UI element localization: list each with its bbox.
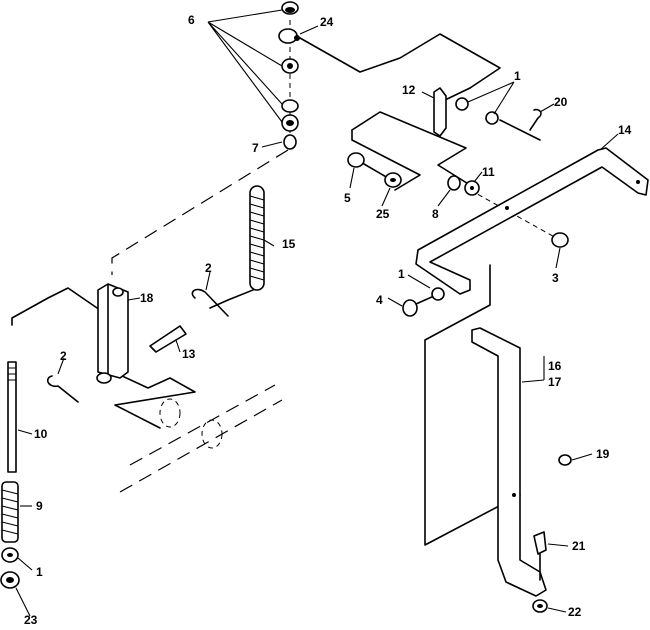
callout-19: 19	[596, 447, 610, 461]
bolt-21	[533, 531, 547, 581]
callout-4: 4	[376, 293, 383, 307]
callout-14: 14	[618, 123, 632, 137]
callout-3: 3	[552, 271, 559, 285]
cable-line-top	[299, 33, 501, 89]
callout-9: 9	[36, 499, 43, 513]
phantom-plate-top	[351, 111, 471, 186]
washer-7	[283, 134, 297, 150]
phantom-plate-18	[114, 374, 196, 429]
phantom-plate-lower	[351, 129, 421, 191]
callout-1-low: 1	[36, 565, 43, 579]
callout-15: 15	[282, 237, 296, 251]
callout-24: 24	[320, 15, 334, 29]
nut-3	[551, 232, 569, 248]
callout-8: 8	[432, 207, 439, 221]
callout-2-top: 2	[205, 261, 212, 275]
callout-21: 21	[572, 539, 586, 553]
cotter-pin-2-left	[46, 375, 79, 403]
nut-19	[558, 454, 572, 466]
callout-2-left: 2	[60, 349, 67, 363]
center-line-7-18	[111, 149, 289, 275]
pin-1-a	[455, 97, 469, 111]
axle-dashed-lower	[119, 399, 283, 493]
bracket-16-17	[471, 327, 547, 597]
clip-20	[529, 108, 542, 131]
callout-17: 17	[548, 375, 562, 389]
callout-10: 10	[34, 427, 48, 441]
callout-18: 18	[140, 291, 154, 305]
axle-hub-outline-2	[159, 398, 181, 428]
callout-16: 16	[548, 359, 562, 373]
callout-22: 22	[568, 605, 582, 619]
callout-13: 13	[182, 347, 196, 361]
callout-7: 7	[252, 141, 259, 155]
cable-line-top-2	[444, 87, 471, 101]
callout-5: 5	[344, 191, 351, 205]
callout-1-mid: 1	[398, 267, 405, 281]
pin-13	[149, 325, 187, 353]
spring-9	[1, 481, 19, 543]
washer-stack-6	[281, 1, 299, 132]
callout-25: 25	[376, 207, 390, 221]
nut-8	[447, 175, 461, 191]
callout-12: 12	[402, 83, 416, 97]
axle-dashed-upper	[129, 384, 276, 466]
rod-10	[7, 361, 17, 473]
bolt-4	[402, 295, 435, 317]
pivot-nut-24	[278, 28, 300, 44]
spring-15	[249, 185, 265, 291]
cable-line-left	[11, 287, 101, 326]
callout-6: 6	[188, 13, 195, 27]
bolt-5	[347, 152, 389, 179]
axle-hub-outline	[201, 419, 223, 449]
phantom-lower	[424, 264, 521, 546]
leader-lines	[15, 9, 619, 617]
arm-18	[96, 283, 129, 384]
bracket-14	[415, 147, 649, 295]
cotter-pin-2-top	[191, 288, 229, 317]
line-15-2	[209, 287, 259, 309]
bracket-12	[433, 87, 447, 137]
line-pin-20	[499, 119, 541, 141]
washer-1-mid	[431, 287, 445, 301]
pin-1-b	[485, 111, 499, 125]
callout-23: 23	[24, 613, 38, 627]
callout-11: 11	[482, 165, 495, 179]
callout-1-top: 1	[514, 69, 521, 83]
callout-20: 20	[554, 95, 568, 109]
line-11-14	[469, 189, 561, 241]
